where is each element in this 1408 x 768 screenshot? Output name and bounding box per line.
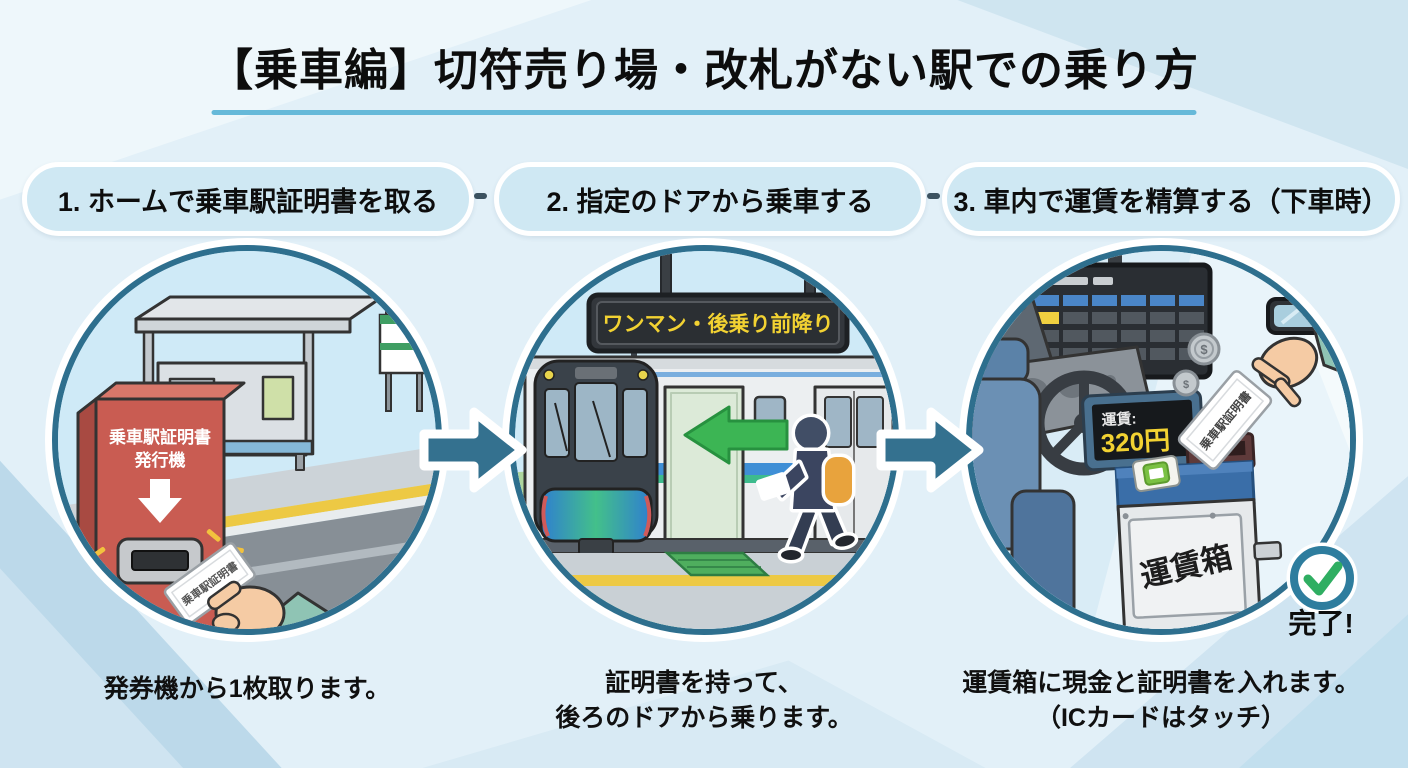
step2-caption-line1: 証明書を持って、 bbox=[605, 669, 803, 697]
flow-arrow-icon bbox=[876, 407, 984, 493]
done-label: 完了! bbox=[1288, 608, 1354, 639]
train-front bbox=[533, 359, 659, 556]
step2-caption: 証明書を持って、 後ろのドアから乗ります。 bbox=[474, 666, 934, 735]
step3-caption-line2: （ICカードはタッチ） bbox=[1035, 703, 1286, 732]
machine-label-line1: 乗車駅証明書 bbox=[108, 427, 211, 447]
fare-label: 運賃: bbox=[1101, 409, 1137, 429]
step1-caption-line1: 発券機から1枚取ります。 bbox=[103, 675, 391, 703]
step-connector-dash bbox=[927, 193, 940, 199]
step3-caption-line1: 運賃箱に現金と証明書を入れます。 bbox=[962, 669, 1360, 697]
open-doorway bbox=[663, 385, 745, 555]
ic-card-reader bbox=[1131, 454, 1181, 493]
coins: $ $ bbox=[1172, 332, 1221, 397]
boarding-mat bbox=[663, 551, 771, 577]
backpack bbox=[821, 453, 856, 507]
train-sign-text: ワンマン・後乗り前降り bbox=[603, 312, 834, 336]
flow-arrow-icon bbox=[419, 407, 527, 493]
step-connector-dash bbox=[474, 193, 487, 199]
board-here-arrow-icon bbox=[683, 405, 789, 465]
farebox-scene: 運賃: 320円 運賃箱 $ $ 乗車駅証明書 bbox=[972, 251, 1350, 629]
passenger bbox=[755, 413, 859, 564]
step2-caption-line2: 後ろのドアから乗ります。 bbox=[555, 703, 853, 732]
step2-illustration: ワンマン・後乗り前降り bbox=[509, 245, 899, 635]
train-scene: ワンマン・後乗り前降り bbox=[515, 251, 893, 629]
coin-symbol: $ bbox=[1200, 342, 1208, 357]
step1-illustration: 乗車駅証明書 発行機 乗車駅証明書 bbox=[52, 245, 442, 635]
step1-header: 1. ホームで乗車駅証明書を取る bbox=[22, 162, 474, 236]
machine-label-line2: 発行機 bbox=[134, 450, 186, 470]
step1-caption: 発券機から1枚取ります。 bbox=[17, 672, 477, 707]
rearview-mirror bbox=[1266, 275, 1350, 335]
step3-header: 3. 車内で運賃を精算する（下車時） bbox=[942, 162, 1400, 236]
page-title: 【乗車編】切符売り場・改札がない駅での乗り方 bbox=[209, 46, 1199, 95]
farebox-handle bbox=[1253, 541, 1283, 561]
step3-illustration: 運賃: 320円 運賃箱 $ $ 乗車駅証明書 bbox=[966, 245, 1356, 635]
title-underline bbox=[211, 110, 1197, 115]
held-certificate bbox=[755, 472, 791, 501]
step2-header: 2. 指定のドアから乗車する bbox=[494, 162, 926, 236]
boarding-mat-lines bbox=[678, 559, 761, 568]
platform-scene: 乗車駅証明書 発行機 乗車駅証明書 bbox=[58, 251, 436, 629]
coin-symbol: $ bbox=[1183, 379, 1189, 391]
down-arrow-icon bbox=[138, 479, 182, 523]
fare-amount: 320円 bbox=[1100, 425, 1171, 459]
step3-caption: 運賃箱に現金と証明書を入れます。 （ICカードはタッチ） bbox=[931, 666, 1391, 735]
one-man-sign: ワンマン・後乗り前降り bbox=[586, 251, 850, 354]
